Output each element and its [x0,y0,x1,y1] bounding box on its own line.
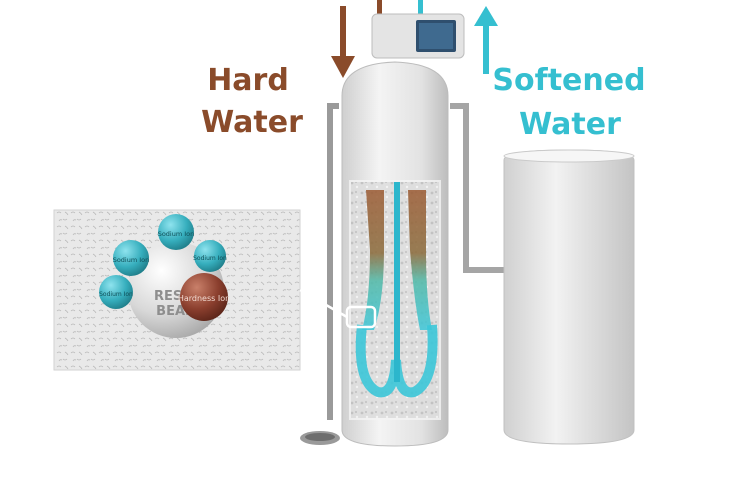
drain-icon [300,431,340,445]
control-head [371,13,465,59]
ion-top: Sodium Ion [158,214,195,250]
hard-water-label: Hard Water [201,63,303,140]
resin-bead-inset: RESIN BEAD Sodium Ion Sodium Ion Sodium … [53,209,348,371]
ion-hardness: Hardness Ion [178,273,230,321]
hard-water-line-2: Water [201,105,303,140]
ion-upper-right: Sodium Ion [193,240,227,272]
ion-hardness-label: Hardness Ion [178,294,230,303]
hard-water-line-1: Hard [207,63,289,98]
outlet-pipe [418,0,423,18]
ion-left-label: Sodium Ion [99,291,133,298]
arrow-up-icon [474,6,498,74]
ion-top-label: Sodium Ion [158,230,195,238]
brine-tank [503,149,635,445]
resin-tank [341,61,449,447]
ion-upper-right-label: Sodium Ion [193,255,227,262]
ion-upper-left: Sodium Ion [113,240,150,276]
softened-water-line-2: Water [519,107,621,142]
flow-channel-left [362,190,384,330]
softened-water-label: Softened Water [492,63,645,142]
ion-upper-left-label: Sodium Ion [113,256,150,264]
flow-channel-right [408,190,432,330]
arrow-down-icon [331,6,355,78]
left-pipe [327,103,339,420]
brine-line [450,103,510,273]
riser-tube [394,182,400,382]
inset-connector [299,288,348,319]
inlet-pipe [377,0,382,18]
softened-water-line-1: Softened [492,63,645,98]
ion-left: Sodium Ion [99,275,133,309]
